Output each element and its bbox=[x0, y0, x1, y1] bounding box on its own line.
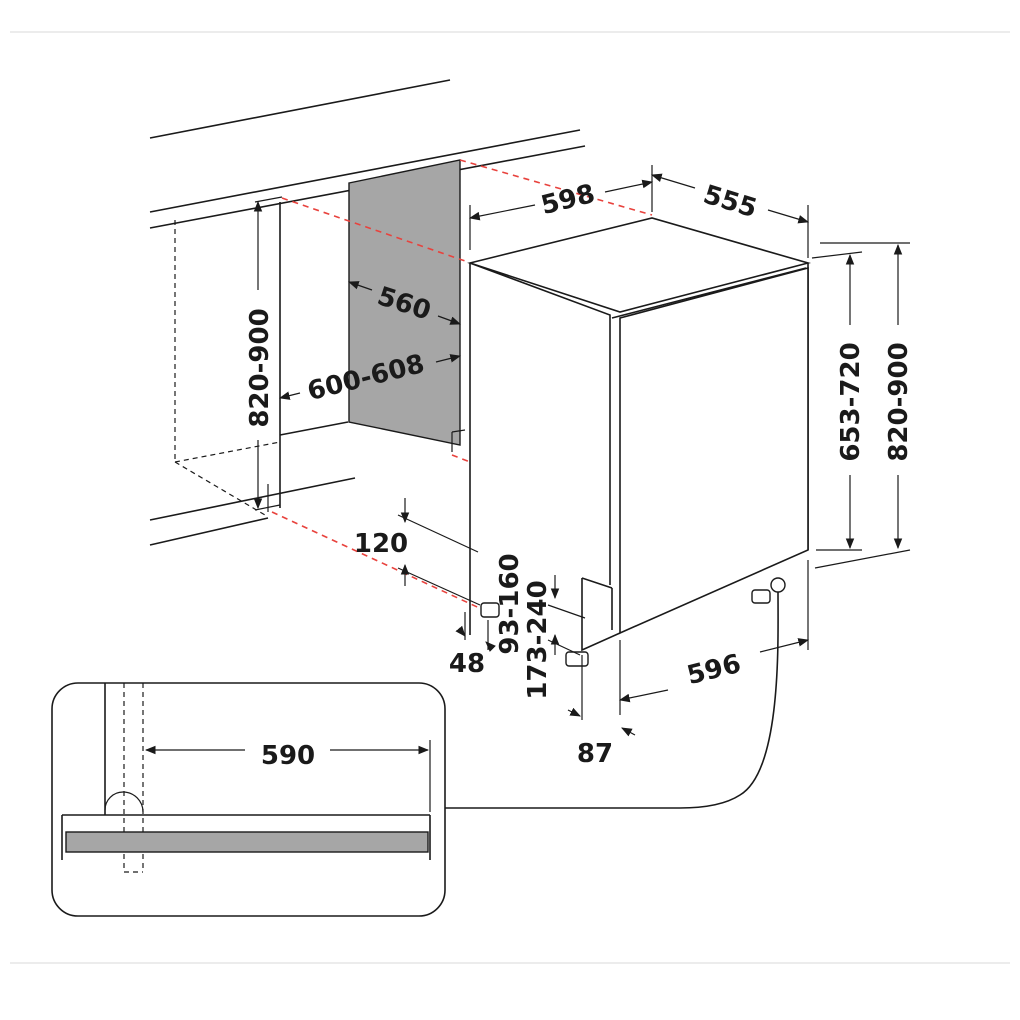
label-door-height: 653-720 bbox=[836, 342, 866, 461]
detail-worktop bbox=[65, 831, 429, 853]
label-depth-555: 555 bbox=[700, 180, 761, 225]
foot-front-left bbox=[480, 602, 500, 618]
dishwasher bbox=[467, 217, 812, 667]
label-plinth-173-240: 173-240 bbox=[523, 580, 553, 699]
label-plinth-93-160: 93-160 bbox=[495, 553, 525, 654]
alignment-guides bbox=[271, 159, 653, 613]
label-door-offset-87: 87 bbox=[577, 739, 613, 769]
label-total-height: 820-900 bbox=[884, 342, 914, 461]
label-plinth-gap-120: 120 bbox=[354, 529, 408, 559]
detail-leader bbox=[445, 591, 779, 809]
label-base-width-596: 596 bbox=[684, 649, 744, 691]
dimension-lines bbox=[253, 165, 911, 737]
detail-inset bbox=[51, 682, 446, 917]
label-niche-height: 820-900 bbox=[245, 308, 275, 427]
dishwasher-door bbox=[619, 266, 809, 635]
foot-rear bbox=[751, 589, 771, 604]
label-detail-590: 590 bbox=[261, 741, 315, 771]
detail-callout-circle bbox=[770, 577, 786, 593]
label-foot-48: 48 bbox=[449, 649, 485, 679]
